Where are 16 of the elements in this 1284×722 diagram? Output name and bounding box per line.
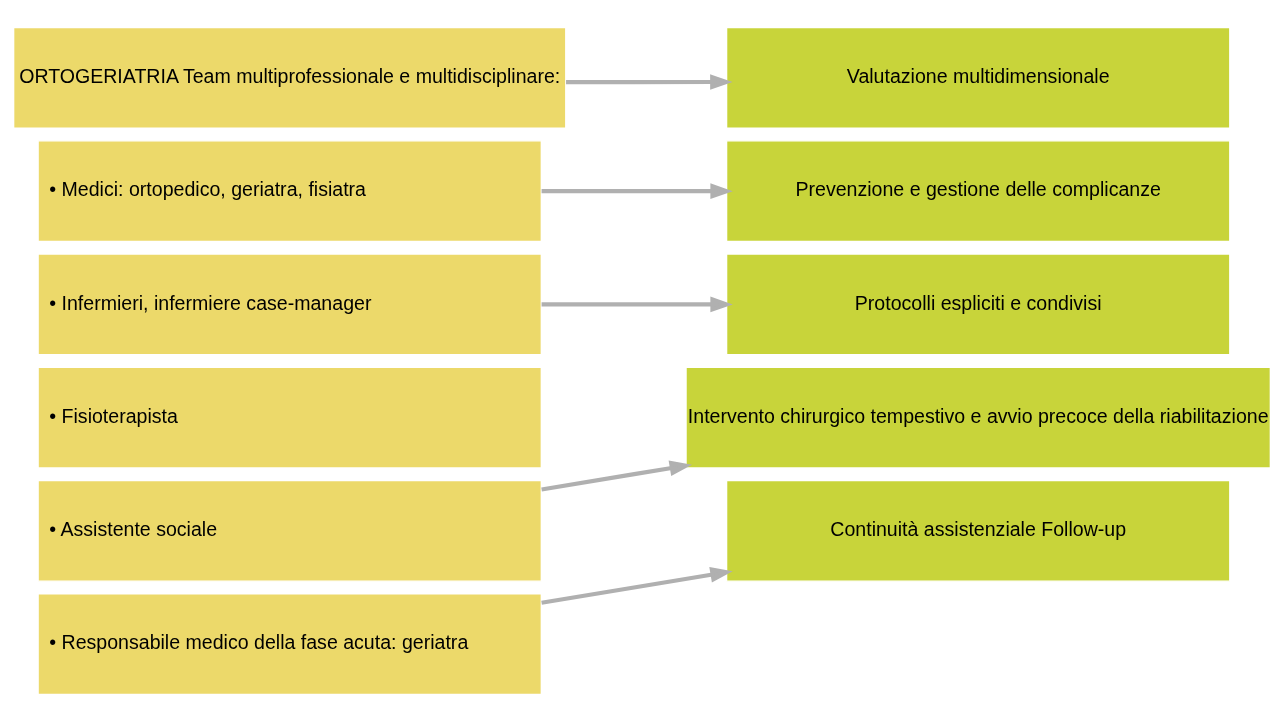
arrow <box>541 183 733 199</box>
node-box: • Responsabile medico della fase acuta: geriatra <box>37 593 543 696</box>
arrow <box>566 74 733 90</box>
node-box: Protocolli espliciti e condivisi <box>725 253 1231 356</box>
node-box: • Fisioterapista <box>37 366 543 469</box>
arrow <box>541 567 733 605</box>
node-box: Valutazione multidimensionale <box>725 26 1231 129</box>
arrow <box>541 460 693 492</box>
node-box: ORTOGERIATRIA Team multiprofessionale e multidisciplinare: <box>12 26 567 129</box>
node-box: Continuità assistenziale Follow-up <box>725 479 1231 582</box>
node-box: • Medici: ortopedico, geriatra, fisiatra <box>37 140 543 243</box>
node-box: Prevenzione e gestione delle complicanze <box>725 140 1231 243</box>
arrow <box>541 296 733 313</box>
node-box: • Assistente sociale <box>37 479 543 582</box>
node-box: • Infermieri, infermiere case-manager <box>37 253 543 356</box>
node-box: Intervento chirurgico tempestivo e avvio precoce della riabilitazione <box>685 366 1272 469</box>
